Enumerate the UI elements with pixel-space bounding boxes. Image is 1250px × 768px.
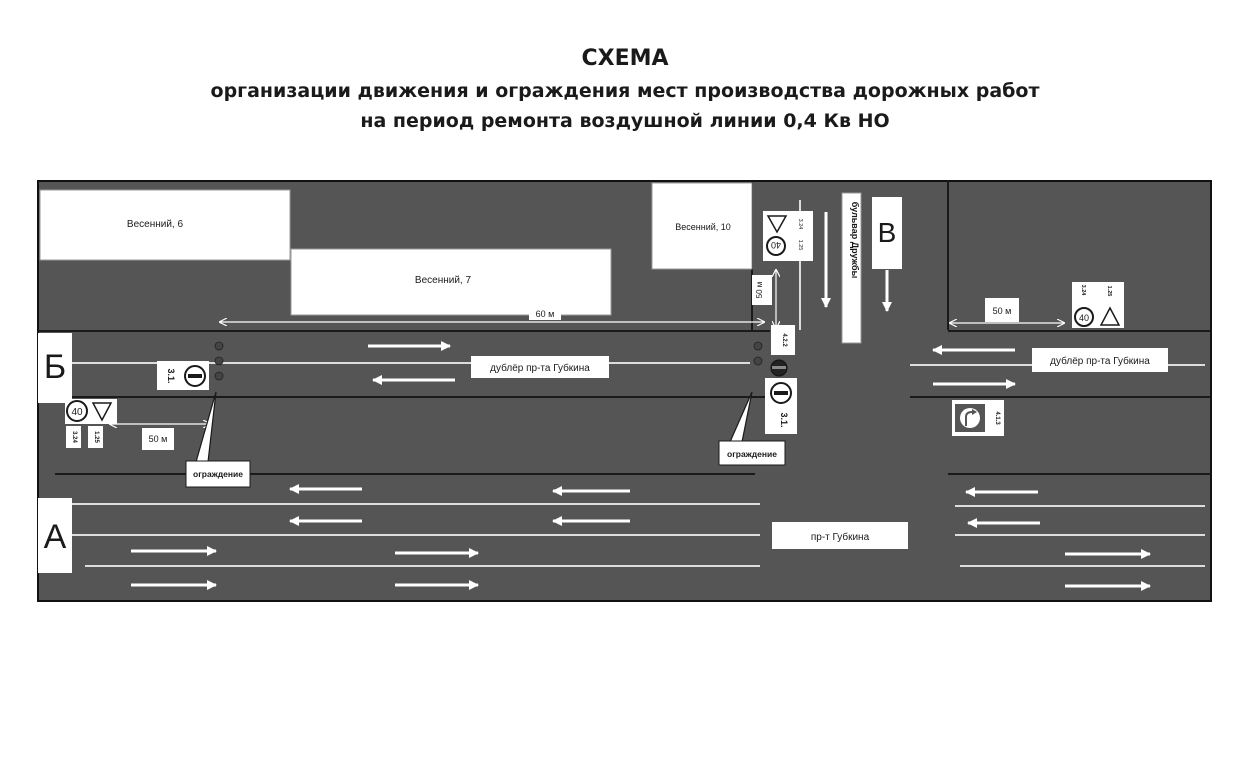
zone-a-box bbox=[38, 498, 72, 573]
dim-60-label: 60 м bbox=[536, 309, 555, 319]
sign-plate-left-2 bbox=[88, 426, 103, 448]
zone-v-box bbox=[872, 197, 902, 269]
dim-50-right-label: 50 м bbox=[993, 306, 1012, 316]
street-label-dubler-right bbox=[1032, 348, 1168, 372]
sign-324-top-label: 3.24 bbox=[797, 219, 803, 230]
turn-arrowhead-icon bbox=[972, 409, 977, 415]
street-label-bulvar-text: бульвар Дружбы bbox=[850, 202, 860, 279]
sign-31-left-label: 3.1. bbox=[166, 368, 176, 383]
turn-right-icon bbox=[960, 408, 980, 428]
building-vesenniy-6 bbox=[39, 189, 291, 261]
zone-label-b: Б bbox=[44, 348, 66, 386]
speed-limit-icon bbox=[1074, 307, 1094, 327]
turn-arrow-icon bbox=[965, 411, 974, 426]
traffic-arrows bbox=[131, 212, 1151, 591]
diagram-subtitle-line2: на период ремонта воздушной линии 0,4 Кв… bbox=[360, 110, 890, 132]
road-works-icon bbox=[1099, 306, 1121, 326]
dim-50-vert-label: 50 м bbox=[755, 282, 764, 299]
dim-50-vert-box bbox=[752, 275, 772, 305]
speed-limit-icon bbox=[766, 236, 786, 256]
building-vesenniy-10 bbox=[651, 182, 753, 270]
street-label-dubler-left bbox=[471, 356, 609, 378]
fence-markers bbox=[214, 341, 763, 381]
building-label-6: Весенний, 6 bbox=[127, 219, 184, 230]
fence-label-left: ограждение bbox=[193, 469, 243, 479]
street-label-dubler-right-text: дублёр пр-та Губкина bbox=[1050, 355, 1150, 367]
sign-plate-left-1 bbox=[66, 426, 81, 448]
street-label-prospekt-text: пр-т Губкина bbox=[811, 531, 870, 543]
no-entry-bar-icon bbox=[774, 391, 788, 395]
zone-label-v: В bbox=[878, 217, 897, 248]
dim-50-left-box bbox=[142, 428, 174, 450]
sign-422-label: 4.2.2 bbox=[781, 333, 787, 347]
fence-label-center-box bbox=[718, 440, 786, 466]
sign-324-left-label: 3.24 bbox=[71, 431, 77, 443]
sign-125-right-label: 1.25 bbox=[1106, 286, 1112, 297]
no-entry-bar-icon bbox=[188, 374, 202, 378]
dimension-lines bbox=[110, 270, 1064, 424]
road-boundaries bbox=[38, 181, 1211, 475]
dim-50-left-label: 50 м bbox=[149, 434, 168, 444]
speed-limit-icon bbox=[66, 400, 88, 422]
road-works-icon bbox=[91, 402, 113, 422]
sign-125-left-label: 1.25 bbox=[93, 431, 99, 443]
sign-324-right-label: 3.24 bbox=[1080, 285, 1086, 297]
zone-label-a: А bbox=[44, 518, 67, 556]
speed-limit-right-text: 40 bbox=[1079, 313, 1089, 323]
sign-422 bbox=[771, 325, 795, 355]
building-label-7: Весенний, 7 bbox=[415, 275, 472, 286]
barrier-bar-icon bbox=[772, 366, 786, 369]
street-label-prospekt bbox=[772, 522, 908, 549]
zone-b-box bbox=[38, 333, 72, 403]
building-vesenniy-7 bbox=[290, 248, 612, 316]
sign-413-label: 4.1.3 bbox=[994, 411, 1000, 425]
sign-31-center-label: 3.1. bbox=[779, 412, 789, 427]
speed-limit-left-text: 40 bbox=[71, 407, 83, 418]
street-label-bulvar bbox=[841, 192, 862, 344]
fence-label-center: ограждение bbox=[727, 449, 777, 459]
sign-125-top-label: 1.25 bbox=[797, 240, 803, 251]
fence-label-left-box bbox=[185, 460, 251, 488]
road-works-icon bbox=[766, 215, 788, 234]
street-label-dubler-left-text: дублёр пр-та Губкина bbox=[490, 362, 590, 374]
diagram-subtitle-line1: организации движения и ограждения мест п… bbox=[210, 80, 1040, 102]
speed-limit-top-text: 40 bbox=[771, 240, 781, 250]
dim-60-box bbox=[529, 306, 561, 320]
diagram-title: СХЕМА bbox=[581, 46, 669, 71]
dim-50-right-box bbox=[985, 298, 1019, 322]
building-label-10: Весенний, 10 bbox=[675, 222, 731, 232]
